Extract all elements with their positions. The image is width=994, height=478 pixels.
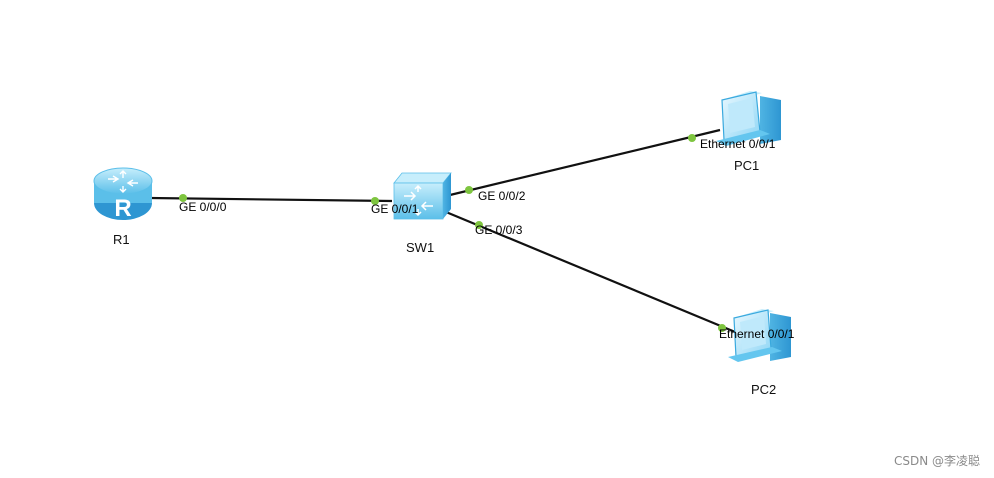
port-label-sw1-ge003: GE 0/0/3 <box>475 223 523 237</box>
port-label-sw1-ge002: GE 0/0/2 <box>478 189 526 203</box>
watermark: CSDN @李凌聪 <box>893 454 980 468</box>
device-label-r1: R1 <box>113 232 130 247</box>
device-pc1[interactable]: PC1 <box>716 91 781 173</box>
device-pc2[interactable]: PC2 <box>728 309 791 397</box>
router-icon: R <box>93 167 153 222</box>
port-label-pc1-eth001: Ethernet 0/0/1 <box>700 137 776 151</box>
port-dot-sw1-ge003 <box>475 221 483 229</box>
link-sw1-pc1[interactable] <box>449 128 721 197</box>
switch-icon <box>393 172 452 220</box>
device-label-pc2: PC2 <box>751 382 776 397</box>
device-label-sw1: SW1 <box>406 240 434 255</box>
port-dot-pc1-eth001 <box>688 134 696 142</box>
pc-icon <box>716 91 781 146</box>
device-r1[interactable]: R R1 <box>93 167 153 247</box>
port-label-pc2-eth001: Ethernet 0/0/1 <box>719 327 795 341</box>
device-sw1[interactable]: SW1 <box>393 172 452 255</box>
port-dot-sw1-ge001 <box>371 197 379 205</box>
svg-text:R: R <box>114 195 131 222</box>
pc-icon <box>728 309 791 362</box>
link-sw1-pc2[interactable] <box>445 210 741 336</box>
port-label-sw1-ge001: GE 0/0/1 <box>371 202 419 216</box>
device-label-pc1: PC1 <box>734 158 759 173</box>
port-label-r1-ge000: GE 0/0/0 <box>179 200 227 214</box>
port-dot-pc2-eth001 <box>718 324 726 332</box>
port-dot-sw1-ge002 <box>465 186 473 194</box>
port-dot-r1-ge000 <box>179 194 187 202</box>
link-r1-sw1[interactable] <box>149 196 393 203</box>
